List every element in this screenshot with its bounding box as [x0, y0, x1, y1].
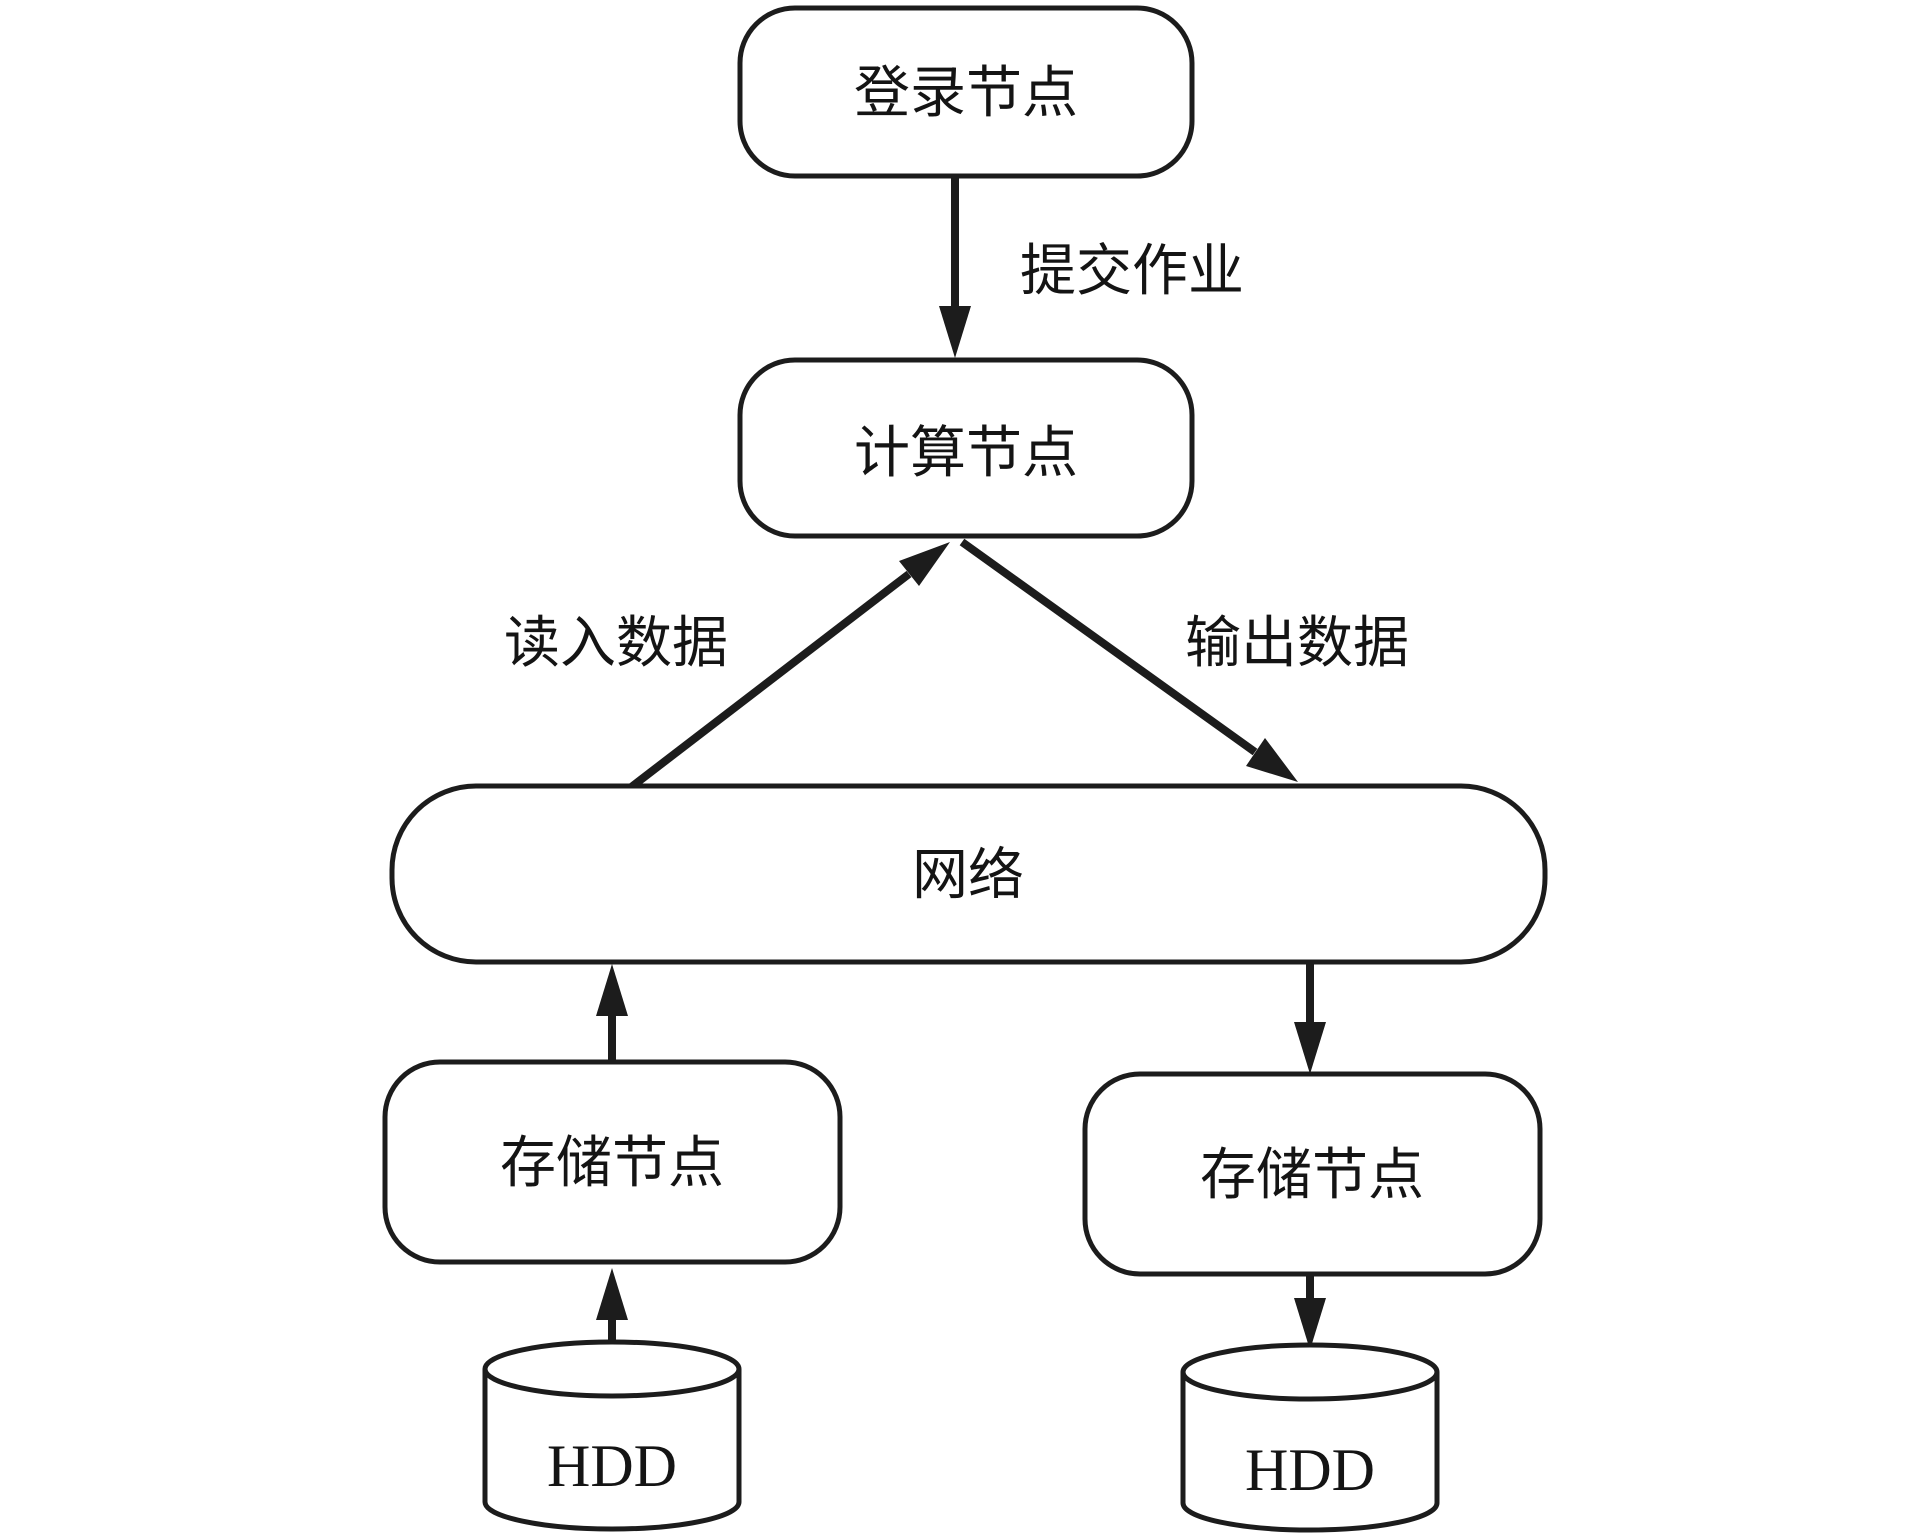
hdd-left-cylinder — [482, 1339, 742, 1532]
storage-node-right-label: 存储节点 — [1200, 1145, 1424, 1207]
submit-job-arrow — [939, 176, 971, 358]
network-to-storage-right-arrow — [1294, 962, 1326, 1074]
submit-job-label: 提交作业 — [1020, 241, 1244, 303]
compute-node-box — [737, 357, 1195, 539]
network-box — [389, 783, 1548, 965]
hdd-right-label: HDD — [1245, 1437, 1375, 1503]
output-data-arrow — [959, 538, 1298, 782]
output-data-label: 输出数据 — [1185, 613, 1409, 675]
login-node-box — [737, 5, 1195, 179]
storage-left-to-network-arrow — [596, 964, 628, 1062]
network-label: 网络 — [912, 845, 1024, 907]
storage-node-left-label: 存储节点 — [500, 1133, 724, 1195]
read-data-arrow — [627, 542, 950, 792]
read-data-label: 读入数据 — [504, 613, 728, 675]
hdd-right-cylinder — [1180, 1342, 1440, 1533]
storage-node-left-box — [382, 1059, 843, 1265]
hdd-left-label: HDD — [547, 1433, 677, 1499]
compute-node-label: 计算节点 — [854, 423, 1078, 485]
storage-right-to-hdd-arrow — [1294, 1274, 1326, 1350]
hdd-left-to-storage-arrow — [596, 1268, 628, 1342]
login-node-label: 登录节点 — [854, 63, 1078, 125]
